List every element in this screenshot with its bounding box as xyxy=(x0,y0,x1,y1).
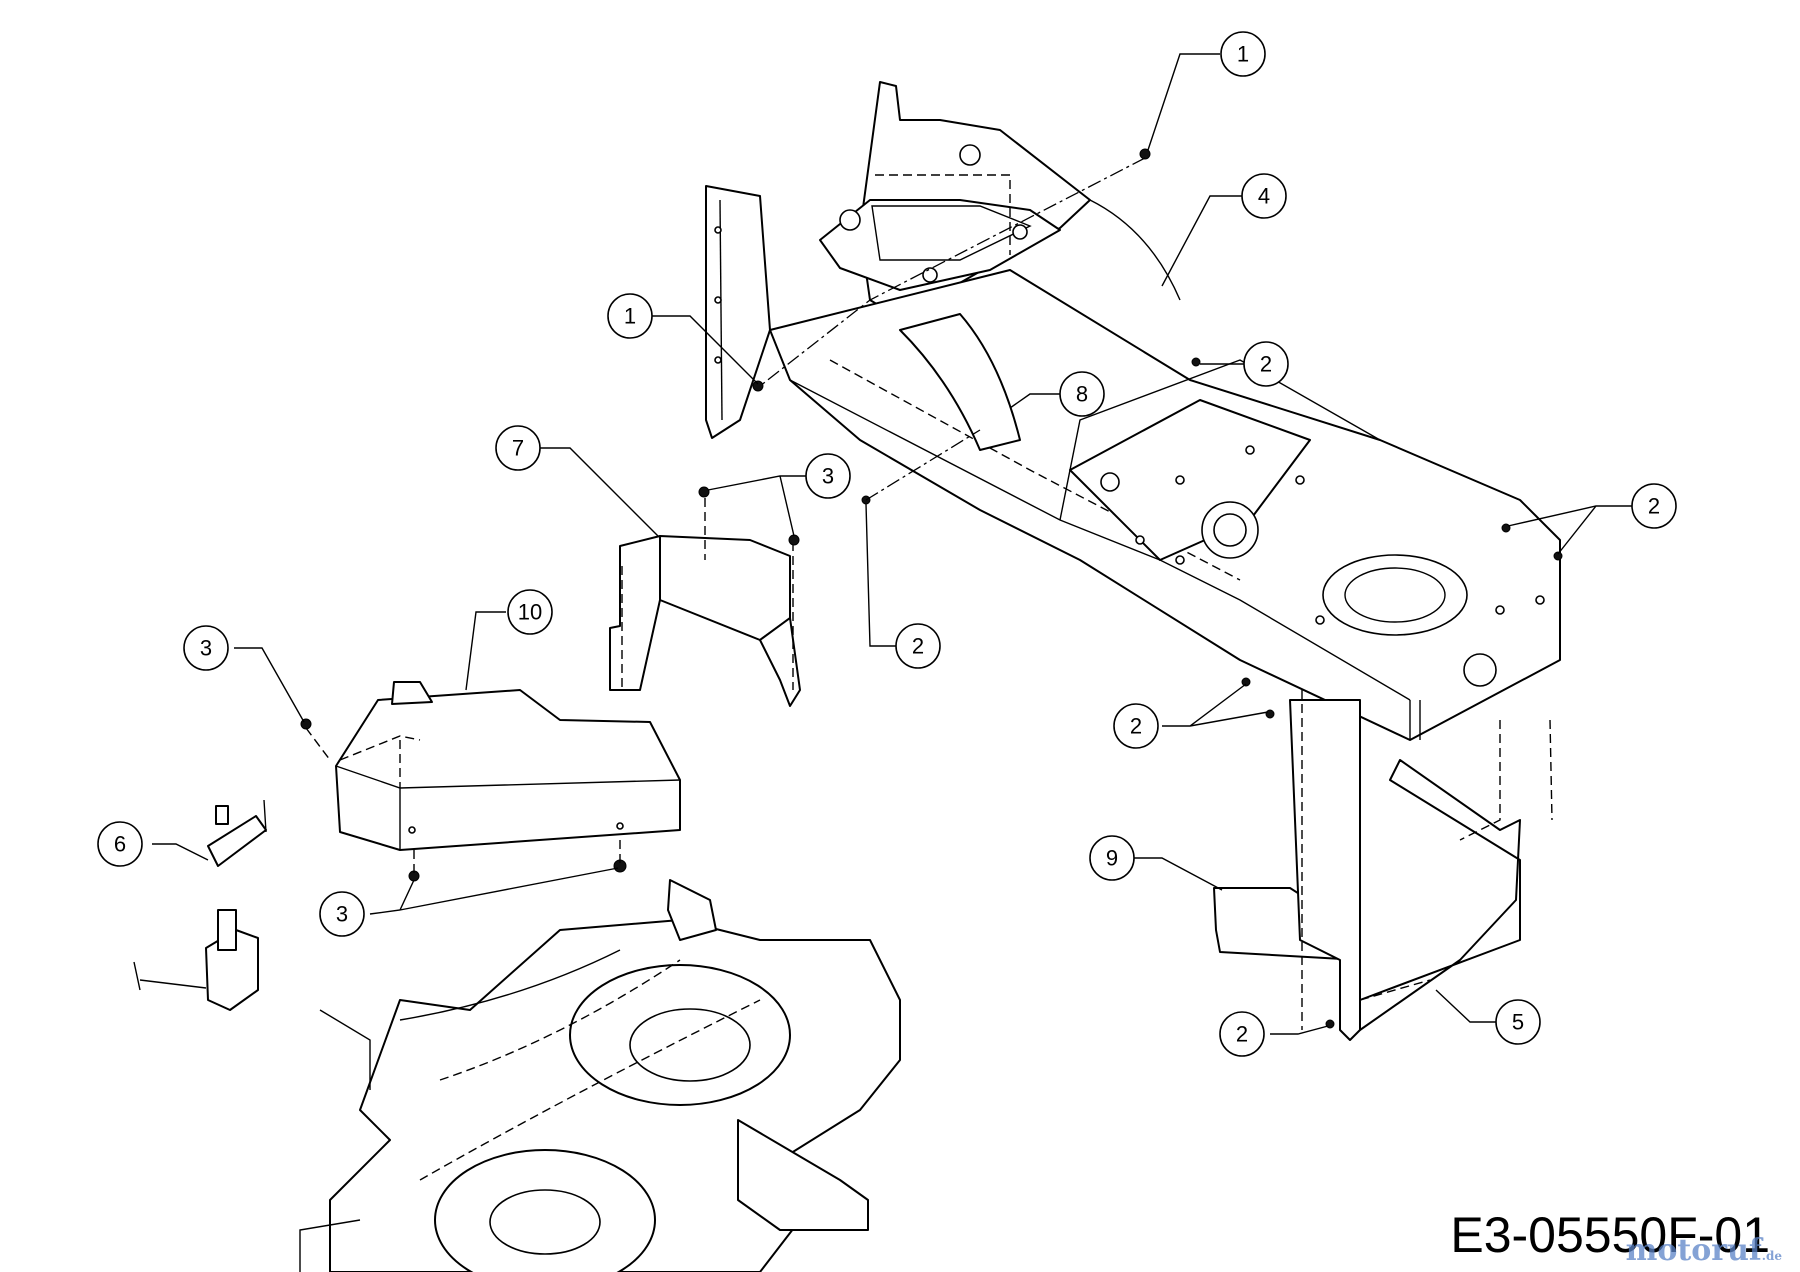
rear-brackets xyxy=(1213,690,1553,1041)
callout-5: 5 xyxy=(1495,999,1541,1045)
callout-2-upper-label: 2 xyxy=(1260,352,1272,377)
callout-6-label: 6 xyxy=(114,832,126,857)
watermark-logo: motoruf.de xyxy=(1626,1233,1782,1268)
callout-2-upper: 2 xyxy=(1243,341,1289,387)
callout-2-right-label: 2 xyxy=(1648,494,1660,519)
callout-7: 7 xyxy=(495,425,541,471)
callout-1-left: 1 xyxy=(607,293,653,339)
callout-7-label: 7 xyxy=(512,436,524,461)
callout-4-label: 4 xyxy=(1258,184,1270,209)
callout-3-left-label: 3 xyxy=(200,636,212,661)
leader-lines xyxy=(152,53,1632,1035)
main-frame xyxy=(705,81,1561,741)
frame-holes xyxy=(1135,445,1545,625)
callout-9: 9 xyxy=(1089,835,1135,881)
callout-9-label: 9 xyxy=(1106,846,1118,871)
callout-1-left-label: 1 xyxy=(624,304,636,329)
callout-8: 8 xyxy=(1059,371,1105,417)
callout-2-bottom: 2 xyxy=(1219,1011,1265,1057)
callout-2-right: 2 xyxy=(1631,483,1677,529)
callout-6: 6 xyxy=(97,821,143,867)
callout-2-center: 2 xyxy=(1113,703,1159,749)
mower-deck xyxy=(299,879,901,1272)
drawing-code: E3-05550F-01 xyxy=(1450,1207,1770,1263)
bracket-part-7 xyxy=(609,498,801,707)
watermark-suffix: .de xyxy=(1761,1249,1782,1263)
callout-3-lower-label: 3 xyxy=(336,902,348,927)
callout-bubbles: 1 1 4 2 8 7 3 2 10 3 2 2 xyxy=(97,31,1677,1057)
fasteners xyxy=(300,148,1563,1029)
callout-3-left: 3 xyxy=(183,625,229,671)
callout-3-lower: 3 xyxy=(319,891,365,937)
watermark-name: motoruf xyxy=(1625,1233,1762,1268)
callout-2-mid-label: 2 xyxy=(912,634,924,659)
callout-10-label: 10 xyxy=(518,600,542,625)
bracket-part-6 xyxy=(133,799,267,1011)
callout-3-upper: 3 xyxy=(805,453,851,499)
callout-2-mid: 2 xyxy=(895,623,941,669)
callout-1-top-label: 1 xyxy=(1237,42,1249,67)
callout-5-label: 5 xyxy=(1512,1010,1524,1035)
callout-2-bottom-label: 2 xyxy=(1236,1022,1248,1047)
callout-4: 4 xyxy=(1241,173,1287,219)
callout-1-top: 1 xyxy=(1220,31,1266,77)
cover-part-10 xyxy=(335,681,681,851)
callout-3-upper-label: 3 xyxy=(822,464,834,489)
callout-2-center-label: 2 xyxy=(1130,714,1142,739)
callout-8-label: 8 xyxy=(1076,382,1088,407)
callout-10: 10 xyxy=(507,589,553,635)
